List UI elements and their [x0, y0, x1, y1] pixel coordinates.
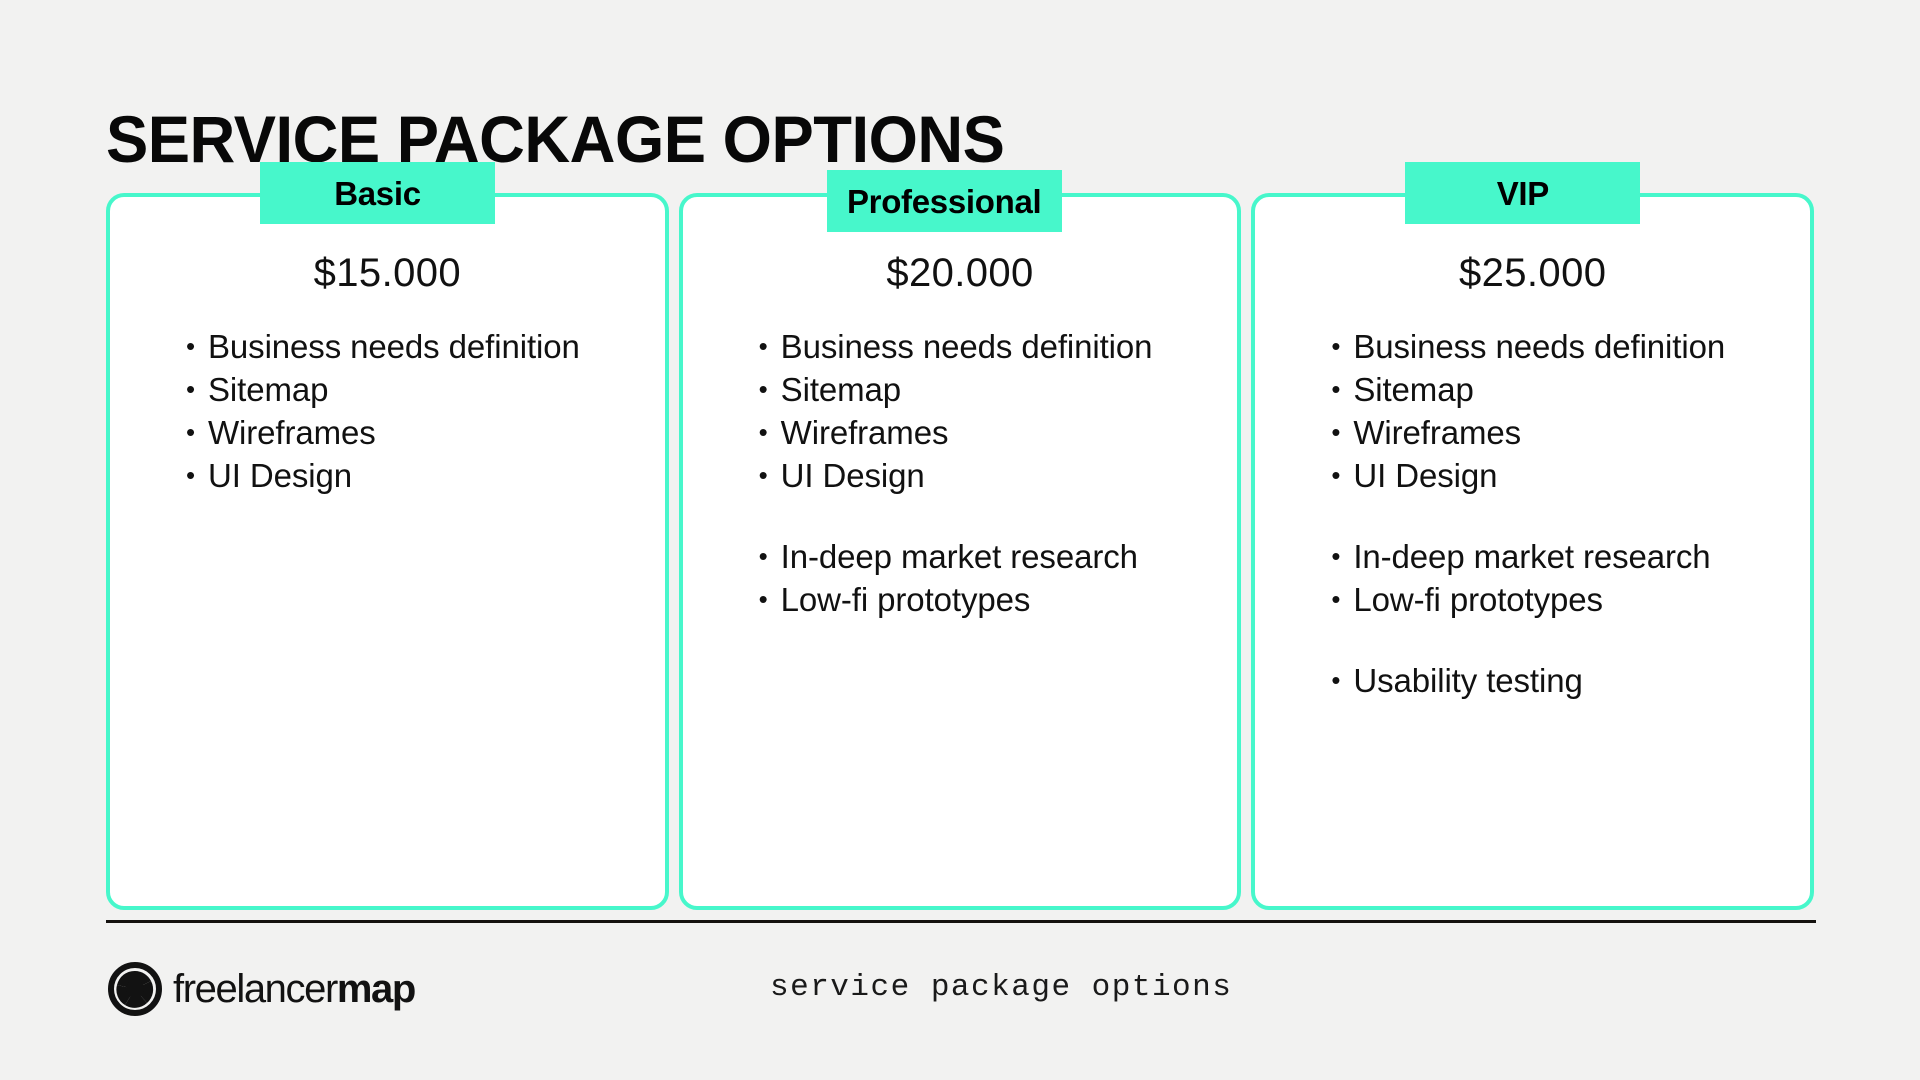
package-card-basic[interactable]: Basic $15.000 Business needs definition … — [106, 162, 669, 910]
package-price-professional: $20.000 — [886, 251, 1034, 295]
package-name-badge-professional: Professional — [826, 170, 1062, 232]
feature-list-professional: Business needs definition Sitemap Wirefr… — [759, 325, 1214, 621]
list-item: Business needs definition — [186, 325, 641, 368]
feature-group: Business needs definition Sitemap Wirefr… — [186, 325, 641, 497]
list-item: UI Design — [759, 454, 1214, 497]
list-item: Low-fi prototypes — [1331, 578, 1786, 621]
package-name-badge-basic: Basic — [260, 162, 495, 224]
package-price-basic: $15.000 — [313, 251, 462, 295]
footer-divider — [106, 920, 1816, 923]
list-item: Business needs definition — [1331, 325, 1786, 368]
brand-wordmark: freelancermap — [173, 967, 416, 1011]
footer: freelancermap service package options — [0, 958, 1920, 1048]
package-name-badge-vip: VIP — [1405, 162, 1641, 224]
list-item: UI Design — [186, 454, 641, 497]
freelancermap-aperture-icon — [107, 961, 163, 1017]
list-item: Sitemap — [759, 368, 1214, 411]
feature-group: Usability testing — [1331, 659, 1786, 702]
footer-caption: service package options — [770, 970, 1233, 1005]
brand-word-freelancer: freelancer — [173, 967, 338, 1011]
package-price-vip: $25.000 — [1458, 251, 1607, 295]
list-item: Low-fi prototypes — [759, 578, 1214, 621]
brand-word-map: map — [336, 967, 416, 1011]
list-item: Usability testing — [1331, 659, 1786, 702]
brand-logo: freelancermap — [107, 958, 416, 1020]
list-item: Business needs definition — [759, 325, 1214, 368]
feature-group: Business needs definition Sitemap Wirefr… — [1331, 325, 1786, 497]
list-item: Wireframes — [759, 411, 1214, 454]
list-item: Wireframes — [186, 411, 641, 454]
list-item: In-deep market research — [759, 535, 1214, 578]
list-item: Wireframes — [1331, 411, 1786, 454]
package-card-vip[interactable]: VIP $25.000 Business needs definition Si… — [1251, 162, 1815, 910]
feature-list-vip: Business needs definition Sitemap Wirefr… — [1331, 325, 1786, 702]
list-item: In-deep market research — [1331, 535, 1786, 578]
feature-group: Business needs definition Sitemap Wirefr… — [759, 325, 1214, 497]
package-card-professional[interactable]: Professional $20.000 Business needs defi… — [678, 170, 1242, 910]
feature-group: In-deep market research Low-fi prototype… — [759, 535, 1214, 621]
list-item: Sitemap — [1331, 368, 1786, 411]
list-item: Sitemap — [186, 368, 641, 411]
list-item: UI Design — [1331, 454, 1786, 497]
page-title: SERVICE PACKAGE OPTIONS — [106, 102, 1005, 177]
package-card-row: Basic $15.000 Business needs definition … — [106, 162, 1815, 910]
feature-group: In-deep market research Low-fi prototype… — [1331, 535, 1786, 621]
feature-list-basic: Business needs definition Sitemap Wirefr… — [186, 325, 641, 497]
